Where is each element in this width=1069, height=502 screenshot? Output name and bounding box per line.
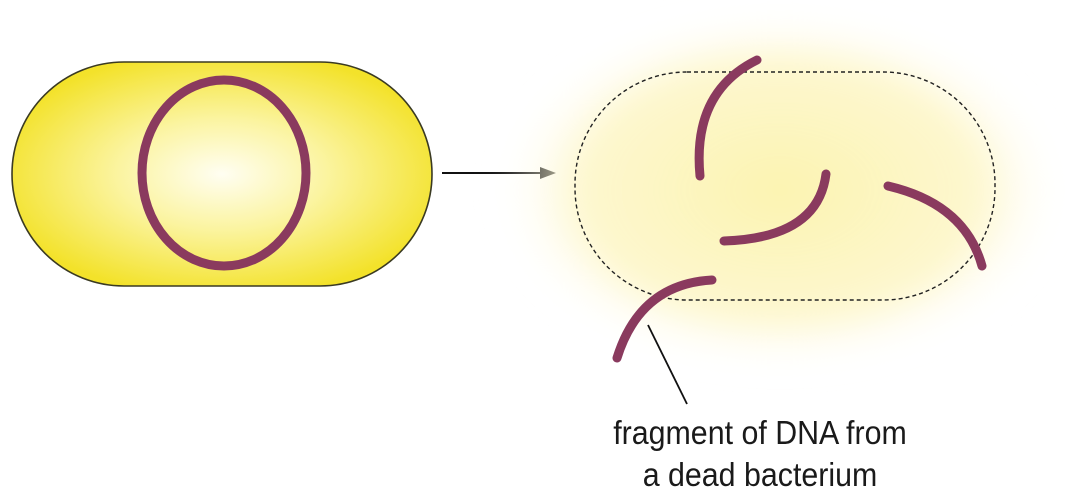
caption-line-2: a dead bacterium bbox=[642, 456, 878, 493]
dna-fragment bbox=[719, 169, 831, 246]
caption-pointer-line bbox=[647, 324, 688, 405]
dna-fragment bbox=[612, 275, 717, 363]
fragment-caption: fragment of DNA from a dead bacterium bbox=[548, 412, 971, 496]
dead-cell-outline bbox=[574, 71, 996, 301]
dead-bacterium bbox=[495, 10, 1065, 370]
live-bacterium bbox=[11, 61, 433, 287]
dna-fragment bbox=[694, 55, 762, 181]
bacterium-cell-body bbox=[11, 61, 433, 287]
caption-line-1: fragment of DNA from bbox=[613, 414, 907, 451]
circular-dna-ring bbox=[137, 75, 311, 271]
yellow-glow bbox=[495, 10, 1065, 370]
dna-fragment bbox=[883, 181, 987, 271]
